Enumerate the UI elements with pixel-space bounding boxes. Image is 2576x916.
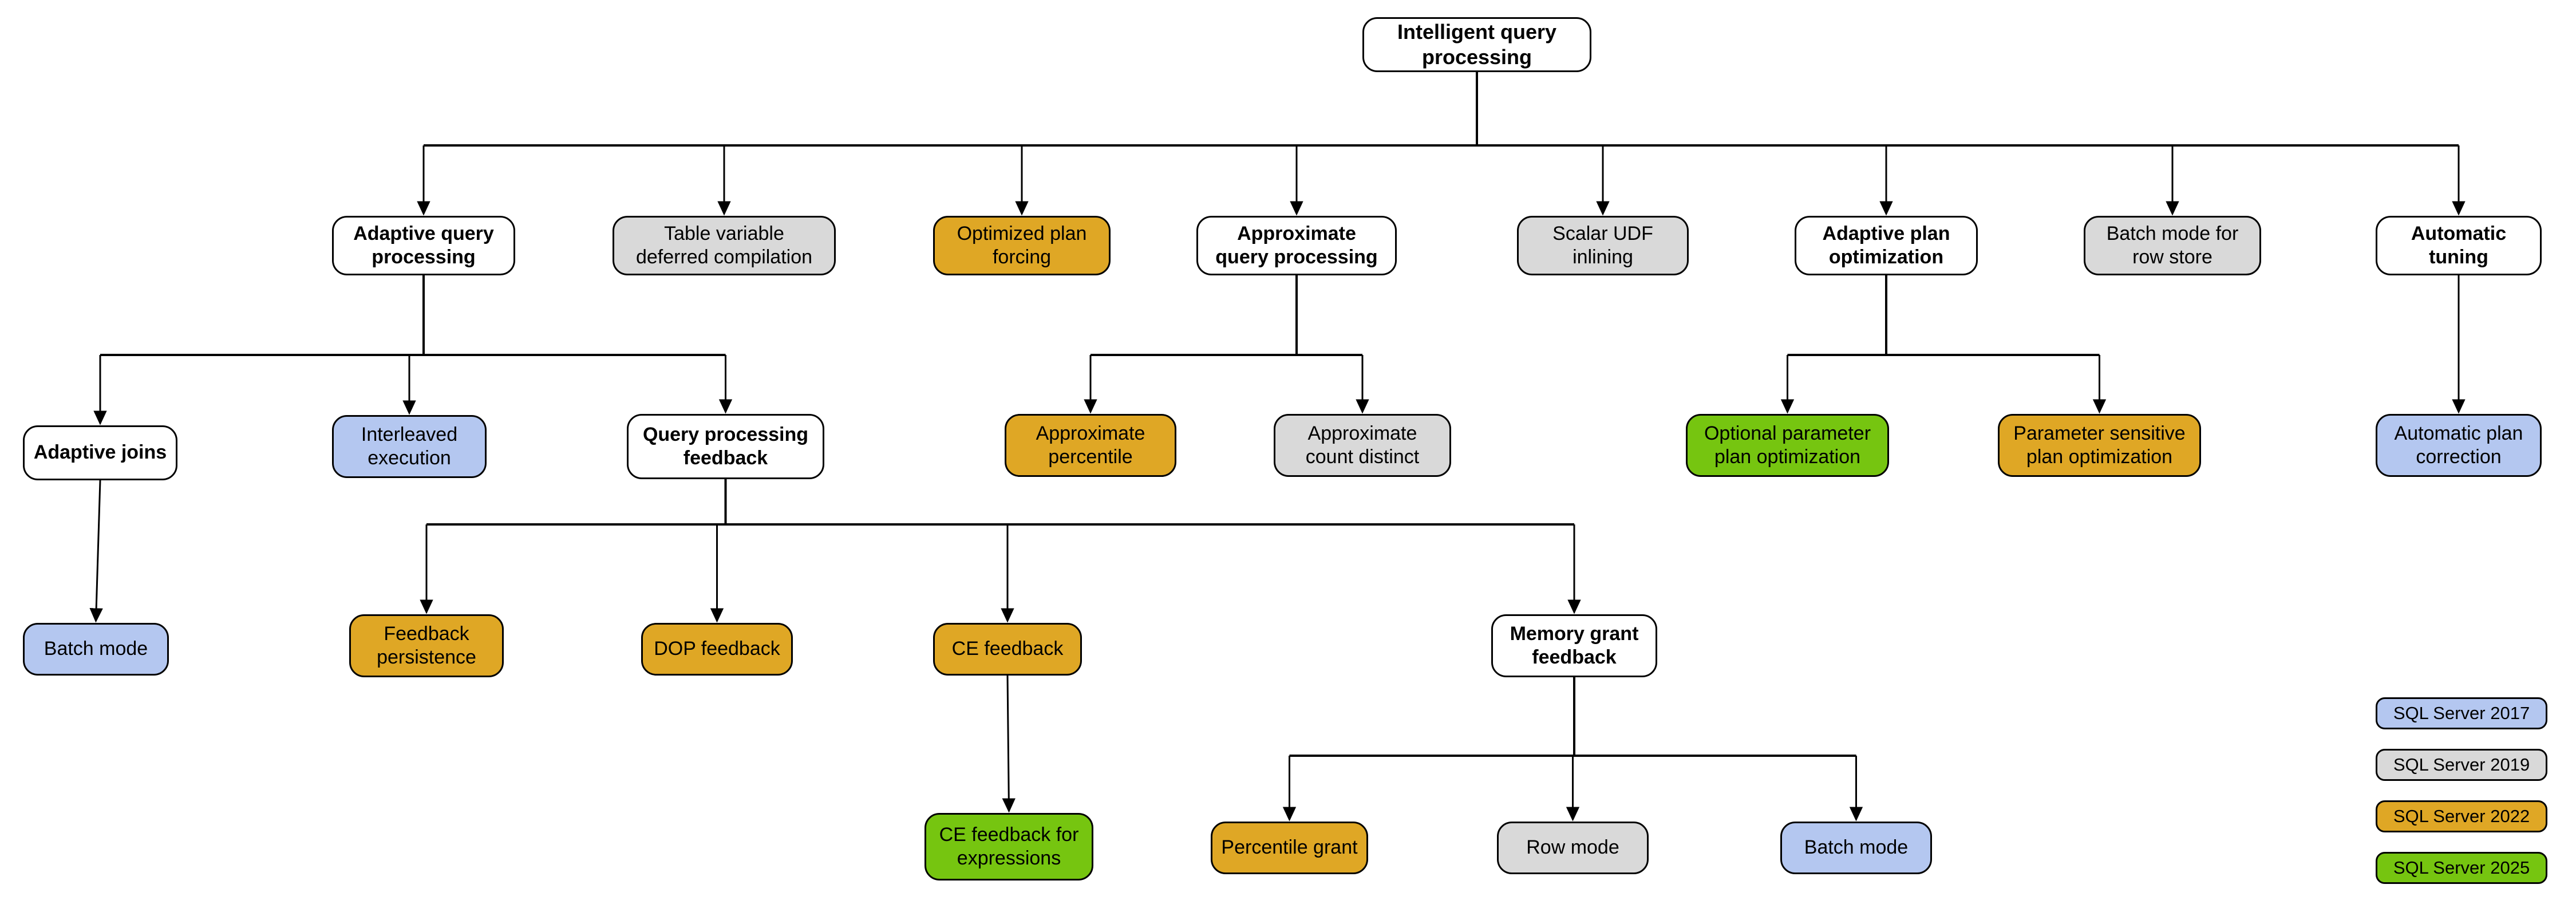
node-rowmode[interactable]: Row mode [1497,822,1649,874]
node-batchmode2[interactable]: Batch mode [1780,822,1932,874]
node-approxcd[interactable]: Approximate count distinct [1274,414,1451,477]
node-apo[interactable]: Adaptive plan optimization [1795,216,1978,275]
edge-adaptjoins-to-batchmode1 [89,480,103,623]
node-root[interactable]: Intelligent query processing [1362,17,1591,72]
node-bmrs[interactable]: Batch mode for row store [2084,216,2261,275]
legend-item-sql-server-2022: SQL Server 2022 [2376,800,2547,832]
node-psp[interactable]: Parameter sensitive plan optimization [1998,414,2201,477]
node-fbpersist[interactable]: Feedback persistence [349,614,504,677]
node-aqp[interactable]: Adaptive query processing [332,216,515,275]
legend-item-sql-server-2017: SQL Server 2017 [2376,697,2547,729]
node-dopfb[interactable]: DOP feedback [641,623,793,676]
node-qpf[interactable]: Query processing feedback [627,414,824,479]
node-approxpct[interactable]: Approximate percentile [1005,414,1176,477]
legend-item-sql-server-2019: SQL Server 2019 [2376,749,2547,781]
node-autotune[interactable]: Automatic tuning [2376,216,2542,275]
node-sudf[interactable]: Scalar UDF inlining [1517,216,1689,275]
node-apc[interactable]: Automatic plan correction [2376,414,2542,477]
node-cefbexpr[interactable]: CE feedback for expressions [924,813,1093,881]
node-interleaved[interactable]: Interleaved execution [332,415,487,478]
node-tvdc[interactable]: Table variable deferred compilation [613,216,836,275]
node-pctgrant[interactable]: Percentile grant [1211,822,1368,874]
edge-cefb-to-cefbexpr [1002,675,1016,813]
node-opf[interactable]: Optimized plan forcing [933,216,1111,275]
node-oppo[interactable]: Optional parameter plan optimization [1686,414,1889,477]
node-approxqp[interactable]: Approximate query processing [1196,216,1397,275]
node-adaptjoins[interactable]: Adaptive joins [23,425,177,480]
legend-item-sql-server-2025: SQL Server 2025 [2376,852,2547,884]
node-cefb[interactable]: CE feedback [933,623,1082,676]
node-batchmode1[interactable]: Batch mode [23,623,169,676]
node-mgf[interactable]: Memory grant feedback [1491,614,1657,677]
